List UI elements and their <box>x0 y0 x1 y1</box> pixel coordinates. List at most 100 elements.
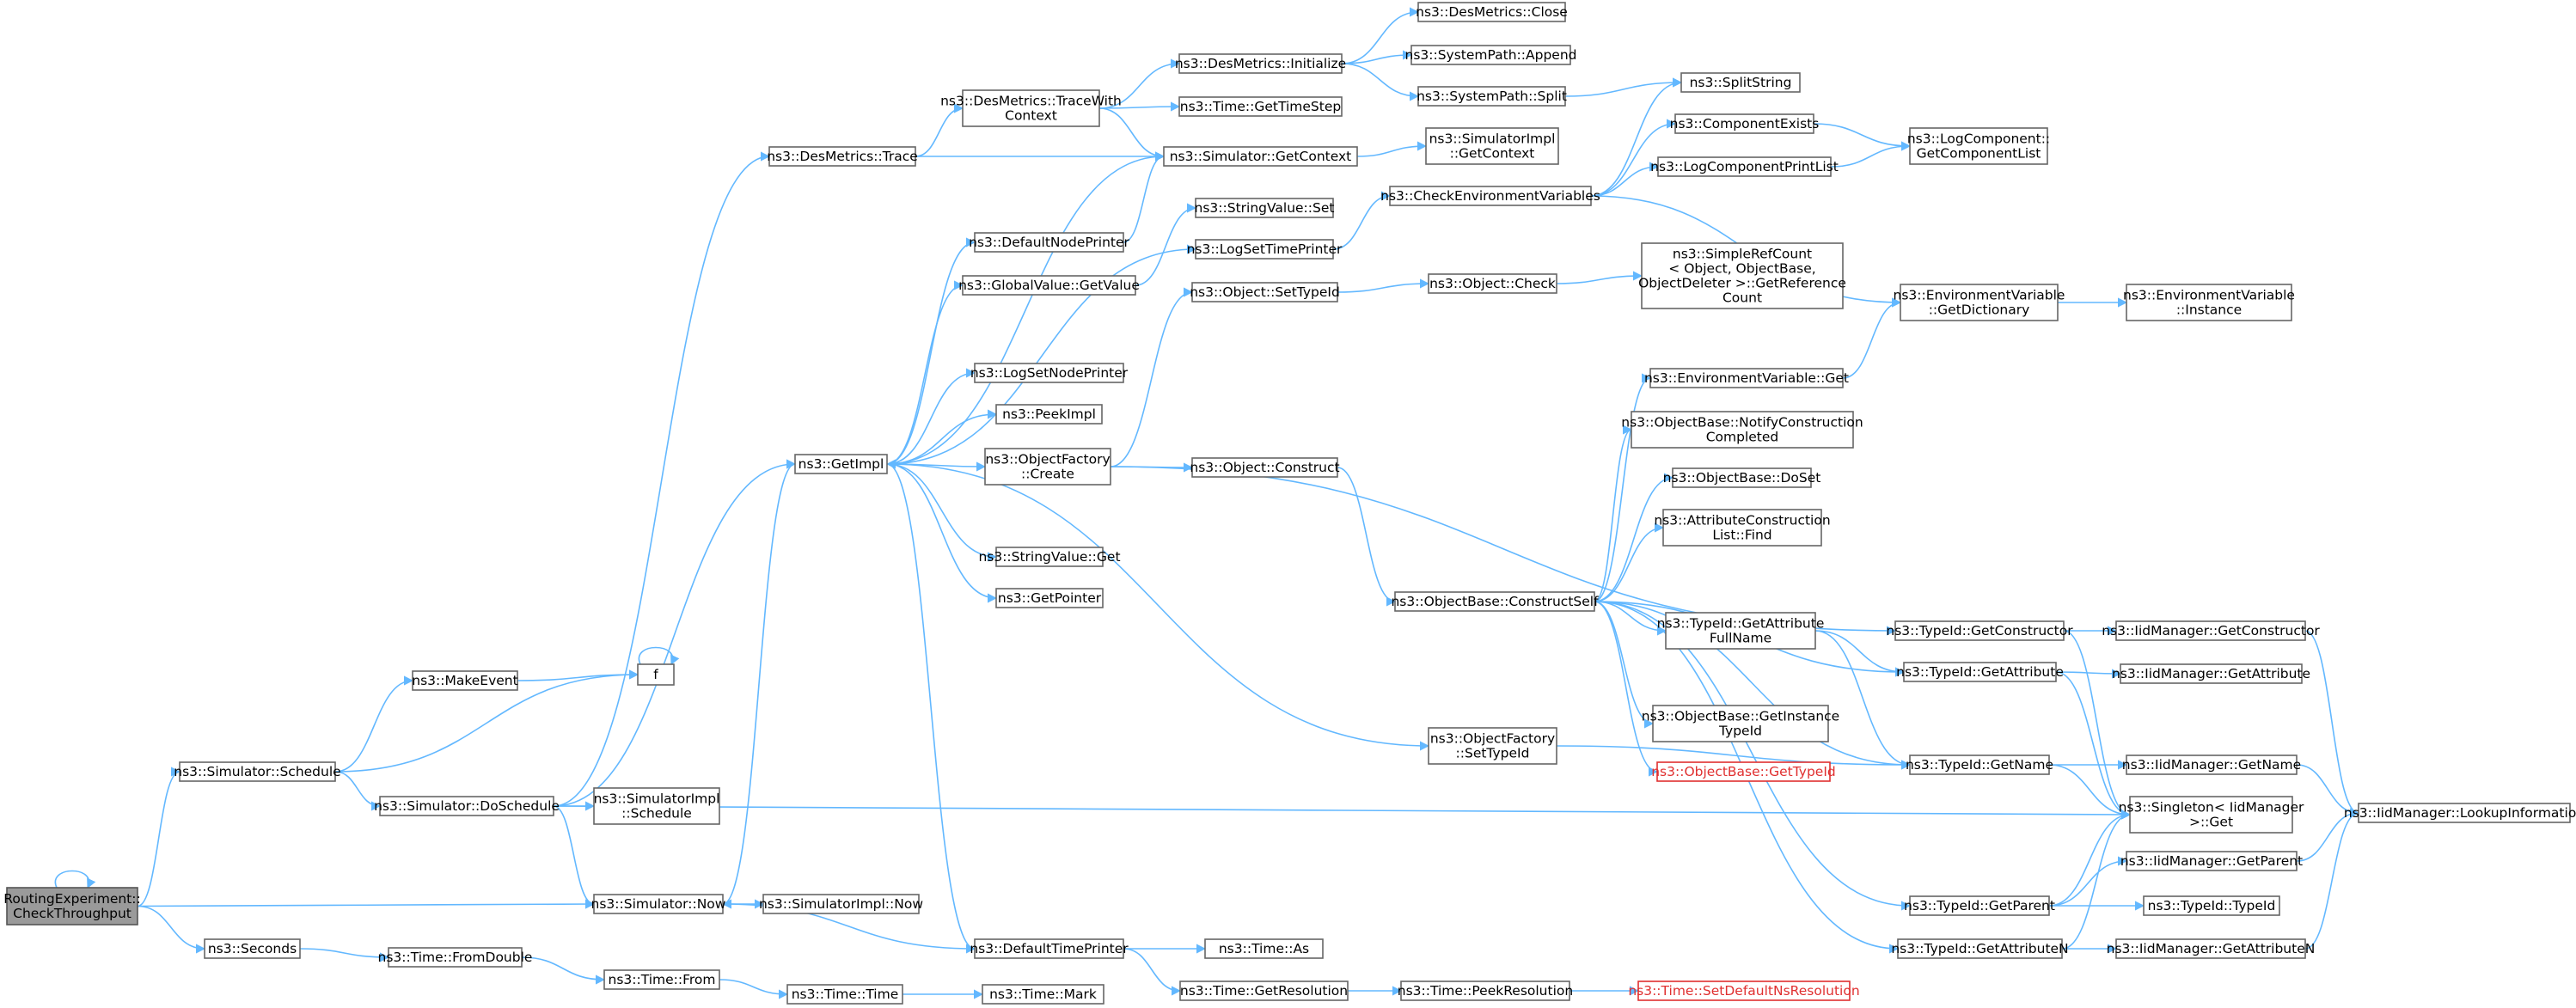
graph-node-makeevent[interactable]: ns3::MakeEvent <box>412 670 518 691</box>
graph-node-envget[interactable]: ns3::EnvironmentVariable::Get <box>1644 368 1849 388</box>
node-label: ns3::GlobalValue::GetValue <box>958 278 1140 293</box>
graph-node-desminit[interactable]: ns3::DesMetrics::Initialize <box>1175 53 1346 74</box>
graph-node-envgetdict[interactable]: ns3::EnvironmentVariable::GetDictionary <box>1894 284 2065 321</box>
graph-node-getimpl[interactable]: ns3::GetImpl <box>794 454 888 474</box>
node-box <box>2115 620 2306 641</box>
graph-node-globalvalget[interactable]: ns3::GlobalValue::GetValue <box>958 275 1140 296</box>
graph-node-seconds[interactable]: ns3::Seconds <box>204 938 301 959</box>
graph-node-logsettime[interactable]: ns3::LogSetTimePrinter <box>1187 239 1343 260</box>
graph-node-iidgetparent[interactable]: ns3::IidManager::GetParent <box>2120 851 2303 871</box>
graph-node-peekimpl[interactable]: ns3::PeekImpl <box>995 404 1103 425</box>
graph-node-tidgetctor[interactable]: ns3::TypeId::GetConstructor <box>1886 620 2073 641</box>
edge-desminit-to-spappend <box>1341 50 1413 64</box>
graph-node-logsetnode[interactable]: ns3::LogSetNodePrinter <box>970 363 1129 383</box>
graph-node-defnodeprinter[interactable]: ns3::DefaultNodePrinter <box>969 232 1130 253</box>
node-box <box>379 796 554 816</box>
node-label: FullName <box>1710 631 1771 646</box>
graph-node-simimplnow[interactable]: ns3::SimulatorImpl::Now <box>759 894 923 914</box>
graph-node-iidgetattrn[interactable]: ns3::IidManager::GetAttributeN <box>2107 938 2316 959</box>
graph-node-logcompprint[interactable]: ns3::LogComponentPrintList <box>1650 156 1839 177</box>
graph-node-tidgetattr[interactable]: ns3::TypeId::GetAttribute <box>1896 662 2064 682</box>
edge-constructself-to-doset <box>1594 473 1674 602</box>
graph-node-objsettypeid[interactable]: ns3::Object::SetTypeId <box>1190 282 1340 302</box>
graph-node-logcompget[interactable]: ns3::LogComponent::GetComponentList <box>1907 127 2050 165</box>
graph-node-notifyconst[interactable]: ns3::ObjectBase::NotifyConstructionCompl… <box>1621 411 1863 449</box>
node-box <box>1657 156 1832 177</box>
graph-node-ofsettid[interactable]: ns3::ObjectFactory::SetTypeId <box>1428 727 1557 765</box>
graph-node-obgettid[interactable]: ns3::ObjectBase::GetTypeId <box>1651 761 1836 782</box>
edge-tracewith-to-desminit <box>1098 58 1181 109</box>
graph-node-desmclose[interactable]: ns3::DesMetrics::Close <box>1416 2 1568 22</box>
graph-node-tidgetattrn[interactable]: ns3::TypeId::GetAttributeN <box>1891 938 2069 959</box>
graph-node-strvalget[interactable]: ns3::StringValue::Get <box>978 547 1121 567</box>
graph-node-root[interactable]: RoutingExperiment::CheckThroughput <box>3 887 141 926</box>
edge-desminit-to-desmclose <box>1341 7 1420 64</box>
graph-node-timetime[interactable]: ns3::Time::Time <box>786 984 903 1005</box>
graph-node-strvalset[interactable]: ns3::StringValue::Set <box>1195 198 1335 218</box>
graph-node-tidtid[interactable]: ns3::TypeId::TypeId <box>2143 895 2280 916</box>
graph-node-from[interactable]: ns3::Time::From <box>603 969 720 990</box>
graph-node-simimplctx[interactable]: ns3::SimulatorImpl::GetContext <box>1425 127 1559 165</box>
graph-node-constructself[interactable]: ns3::ObjectBase::ConstructSelf <box>1391 591 1599 612</box>
graph-node-doset[interactable]: ns3::ObjectBase::DoSet <box>1663 467 1821 488</box>
node-label: ns3::IidManager::GetParent <box>2120 853 2303 869</box>
graph-node-tidgetparent[interactable]: ns3::TypeId::GetParent <box>1904 895 2055 916</box>
edge-ofcreate-to-objsettypeid <box>1110 287 1194 467</box>
graph-node-f[interactable]: f <box>637 663 675 686</box>
graph-node-splitstring[interactable]: ns3::SplitString <box>1680 72 1801 93</box>
graph-node-schedule[interactable]: ns3::Simulator::Schedule <box>174 761 341 782</box>
graph-node-mark[interactable]: ns3::Time::Mark <box>982 984 1104 1005</box>
graph-node-iidlookup[interactable]: ns3::IidManager::LookupInformation <box>2344 803 2576 823</box>
node-label: ns3::ObjectBase::ConstructSelf <box>1391 594 1599 609</box>
edge-compexists-to-logcompget <box>1813 123 1912 151</box>
graph-node-iidgetname[interactable]: ns3::IidManager::GetName <box>2122 754 2301 775</box>
graph-node-singleton[interactable]: ns3::Singleton< IidManager>::Get <box>2119 796 2304 834</box>
graph-node-tidgetname[interactable]: ns3::TypeId::GetName <box>1906 754 2053 775</box>
graph-node-compexists[interactable]: ns3::ComponentExists <box>1670 113 1820 134</box>
edge-logsettime-to-checkenv <box>1332 191 1392 250</box>
graph-node-doschedule[interactable]: ns3::Simulator::DoSchedule <box>374 796 560 816</box>
node-box <box>6 887 138 926</box>
graph-node-setdefns[interactable]: ns3::Time::SetDefaultNsResolution <box>1628 981 1860 1001</box>
edge-checkenv-to-logcompprint <box>1590 162 1660 197</box>
graph-node-fromdouble[interactable]: ns3::Time::FromDouble <box>378 947 533 968</box>
graph-node-ofcreate[interactable]: ns3::ObjectFactory::Create <box>984 448 1111 486</box>
graph-node-objcheck[interactable]: ns3::Object::Check <box>1428 273 1557 294</box>
graph-node-checkenv[interactable]: ns3::CheckEnvironmentVariables <box>1380 186 1600 206</box>
graph-node-getres[interactable]: ns3::Time::GetResolution <box>1179 981 1349 1001</box>
graph-node-peekres[interactable]: ns3::Time::PeekResolution <box>1398 981 1573 1001</box>
edge-tidgetctor-to-singleton <box>2063 630 2132 820</box>
node-label: ns3::Time::SetDefaultNsResolution <box>1628 983 1859 999</box>
graph-node-envinstance[interactable]: ns3::EnvironmentVariable::Instance <box>2123 284 2295 321</box>
edge-logcompprint-to-logcompget <box>1830 141 1912 168</box>
node-box <box>2143 895 2280 916</box>
graph-node-simimplsched[interactable]: ns3::SimulatorImpl::Schedule <box>593 787 720 825</box>
graph-node-timeas[interactable]: ns3::Time::As <box>1204 938 1324 959</box>
graph-node-spsplit[interactable]: ns3::SystemPath::Split <box>1416 86 1567 107</box>
edge-objcheck-to-simplerefcount <box>1556 271 1643 284</box>
graph-node-now[interactable]: ns3::Simulator::Now <box>591 894 726 914</box>
edge-objconstruct-to-constructself <box>1337 467 1397 607</box>
graph-node-objconstruct[interactable]: ns3::Object::Construct <box>1190 457 1340 478</box>
edge-iidgetname-to-iidlookup <box>2296 764 2360 818</box>
graph-node-simplerefcount[interactable]: ns3::SimpleRefCount< Object, ObjectBase,… <box>1638 242 1846 309</box>
graph-node-getpointer[interactable]: ns3::GetPointer <box>995 588 1104 608</box>
node-label: ns3::PeekImpl <box>1002 406 1096 422</box>
node-label: ns3::AttributeConstruction <box>1654 513 1830 528</box>
node-label: ns3::Time::From <box>609 972 716 987</box>
graph-node-iidgetattr[interactable]: ns3::IidManager::GetAttribute <box>2112 663 2310 684</box>
edge-deftimeprinter-to-getres <box>1123 948 1182 996</box>
graph-node-deftimeprinter[interactable]: ns3::DefaultTimePrinter <box>970 938 1129 959</box>
node-box <box>1672 467 1812 488</box>
node-label: GetComponentList <box>1917 146 2041 162</box>
graph-node-simgetctx[interactable]: ns3::Simulator::GetContext <box>1163 146 1358 167</box>
graph-node-desmtrace[interactable]: ns3::DesMetrics::Trace <box>767 146 918 167</box>
graph-node-spappend[interactable]: ns3::SystemPath::Append <box>1405 45 1577 65</box>
graph-node-gettimestep[interactable]: ns3::Time::GetTimeStep <box>1178 96 1343 117</box>
graph-node-iidgetctor[interactable]: ns3::IidManager::GetConstructor <box>2102 620 2320 641</box>
node-label: ns3::IidManager::GetName <box>2122 757 2301 773</box>
